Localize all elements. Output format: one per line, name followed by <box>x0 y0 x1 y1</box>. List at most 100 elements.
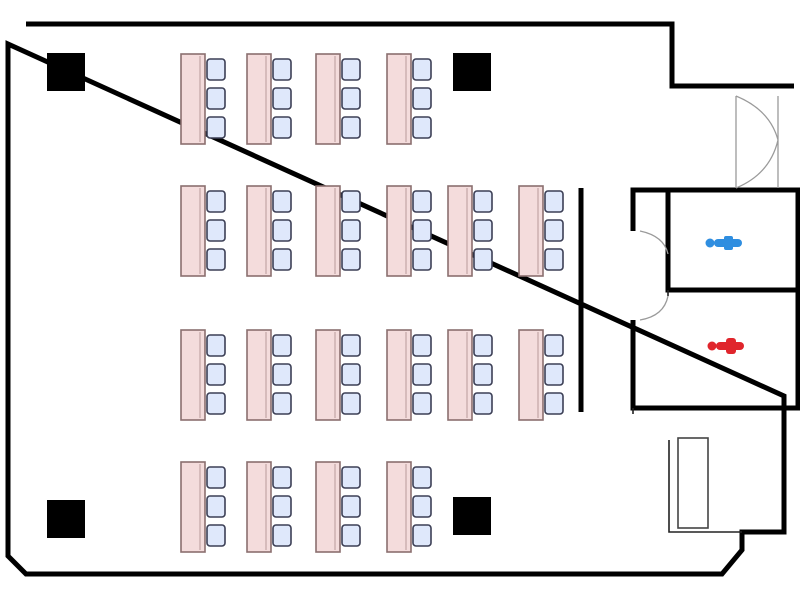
chair <box>544 219 564 242</box>
male-figure-icon <box>705 236 742 250</box>
chair <box>206 392 226 415</box>
restroom-block-wall <box>630 187 800 411</box>
door-swing-restroom-upper <box>639 230 669 255</box>
door-swing-right <box>735 95 779 189</box>
chair <box>272 524 292 547</box>
desk-cluster <box>386 461 432 553</box>
chair <box>206 334 226 357</box>
chair <box>473 363 493 386</box>
chair <box>412 87 432 110</box>
desk-cluster <box>386 329 432 421</box>
desk-cluster <box>246 53 292 145</box>
chair <box>473 219 493 242</box>
chair <box>412 334 432 357</box>
chair <box>544 392 564 415</box>
female-figure-icon <box>707 338 744 354</box>
desk-cluster <box>315 185 361 277</box>
desk-cluster <box>180 185 226 277</box>
chair <box>544 334 564 357</box>
desk-cluster <box>447 185 493 277</box>
desk <box>386 461 412 553</box>
chair <box>412 190 432 213</box>
desk <box>180 185 206 277</box>
chair <box>341 219 361 242</box>
chair <box>272 248 292 271</box>
pillar <box>47 53 85 91</box>
chair <box>272 116 292 139</box>
desk-cluster <box>518 329 564 421</box>
chair <box>473 248 493 271</box>
chair <box>206 495 226 518</box>
desk-cluster <box>386 185 432 277</box>
desk <box>315 329 341 421</box>
pillar <box>47 500 85 538</box>
corridor-line <box>632 408 742 533</box>
chair <box>544 248 564 271</box>
chair <box>272 219 292 242</box>
pillar <box>453 53 491 91</box>
chair <box>206 363 226 386</box>
chair <box>272 466 292 489</box>
chair <box>412 219 432 242</box>
desk <box>447 329 473 421</box>
desk <box>180 53 206 145</box>
chair <box>206 58 226 81</box>
storage-cabinet <box>677 437 709 529</box>
chair <box>412 392 432 415</box>
chair <box>341 392 361 415</box>
chair <box>412 495 432 518</box>
desk <box>386 329 412 421</box>
chair <box>473 392 493 415</box>
chair <box>272 58 292 81</box>
desk-cluster <box>246 185 292 277</box>
desk <box>315 53 341 145</box>
chair <box>341 495 361 518</box>
chair <box>206 116 226 139</box>
desk <box>246 329 272 421</box>
door-swing-restroom-lower <box>639 295 669 321</box>
desk <box>386 185 412 277</box>
chair <box>412 466 432 489</box>
desk <box>246 53 272 145</box>
desk-cluster <box>246 461 292 553</box>
chair <box>206 219 226 242</box>
desk <box>180 329 206 421</box>
chair <box>412 248 432 271</box>
seating-area <box>180 53 564 553</box>
chair <box>272 363 292 386</box>
chair <box>544 363 564 386</box>
chair <box>206 466 226 489</box>
desk-cluster <box>447 329 493 421</box>
desk-cluster <box>315 53 361 145</box>
desk <box>518 185 544 277</box>
desk-cluster <box>315 461 361 553</box>
chair <box>341 116 361 139</box>
chair <box>341 524 361 547</box>
desk-cluster <box>180 53 226 145</box>
chair <box>206 248 226 271</box>
chair <box>272 334 292 357</box>
chair <box>341 363 361 386</box>
chair <box>206 524 226 547</box>
chair <box>473 334 493 357</box>
desk-cluster <box>386 53 432 145</box>
chair <box>272 495 292 518</box>
chair <box>272 392 292 415</box>
chair <box>341 466 361 489</box>
chair <box>341 87 361 110</box>
desk <box>180 461 206 553</box>
desk <box>518 329 544 421</box>
chair <box>272 190 292 213</box>
pillar <box>453 497 491 535</box>
chair <box>341 334 361 357</box>
desk <box>447 185 473 277</box>
desk <box>315 185 341 277</box>
chair <box>412 116 432 139</box>
chair <box>473 190 493 213</box>
chair <box>412 58 432 81</box>
outer-wall-lower <box>5 40 787 577</box>
desk <box>386 53 412 145</box>
chair <box>272 87 292 110</box>
outer-wall <box>26 21 794 89</box>
